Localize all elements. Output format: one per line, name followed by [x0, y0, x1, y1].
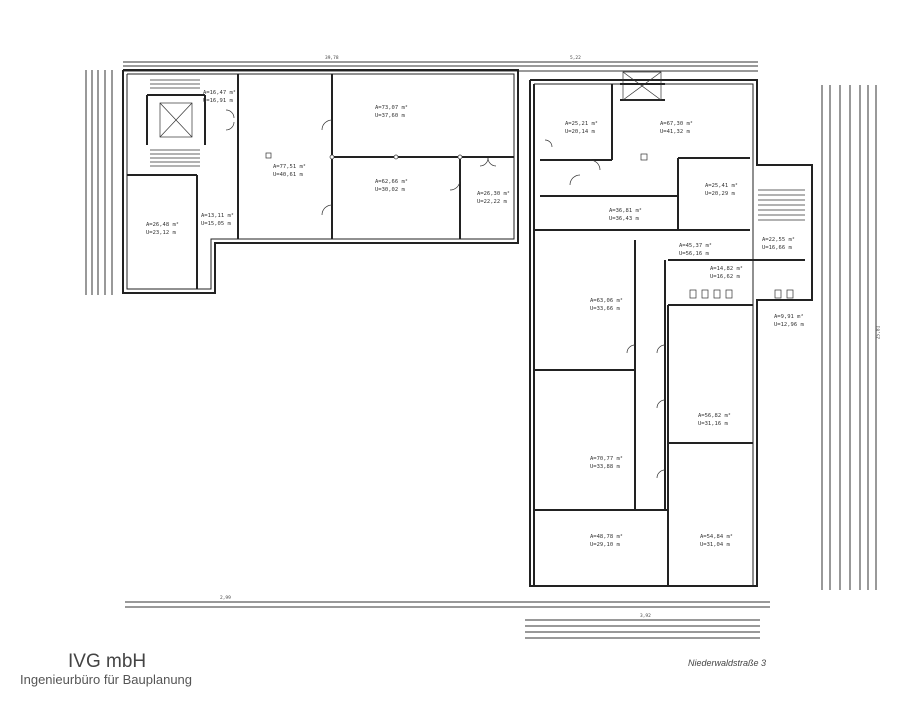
- street-address: Niederwaldstraße 3: [688, 658, 767, 668]
- dimension-label: 39,78: [325, 56, 339, 61]
- company-logo: IVG mbH: [68, 651, 147, 672]
- wc-fixtures: [689, 289, 794, 299]
- elevator-icon: [622, 71, 662, 101]
- walls: [122, 69, 813, 587]
- dimension-label: 3,92: [640, 614, 651, 619]
- door-swings: [225, 109, 666, 479]
- dimension-lines-left: [85, 70, 113, 295]
- stairs-icon: [758, 189, 805, 221]
- company-subtitle: Ingenieurbüro für Bauplanung: [20, 672, 193, 687]
- dimension-label: 2,99: [220, 596, 231, 601]
- dimension-label: 25,81: [876, 325, 882, 340]
- dimension-lines-right: [821, 85, 877, 590]
- dimension-label: 5,22: [570, 56, 581, 61]
- dimension-lines-bottom: [125, 601, 770, 639]
- elevator-icon: [159, 102, 193, 138]
- stairs-icon: [150, 79, 200, 167]
